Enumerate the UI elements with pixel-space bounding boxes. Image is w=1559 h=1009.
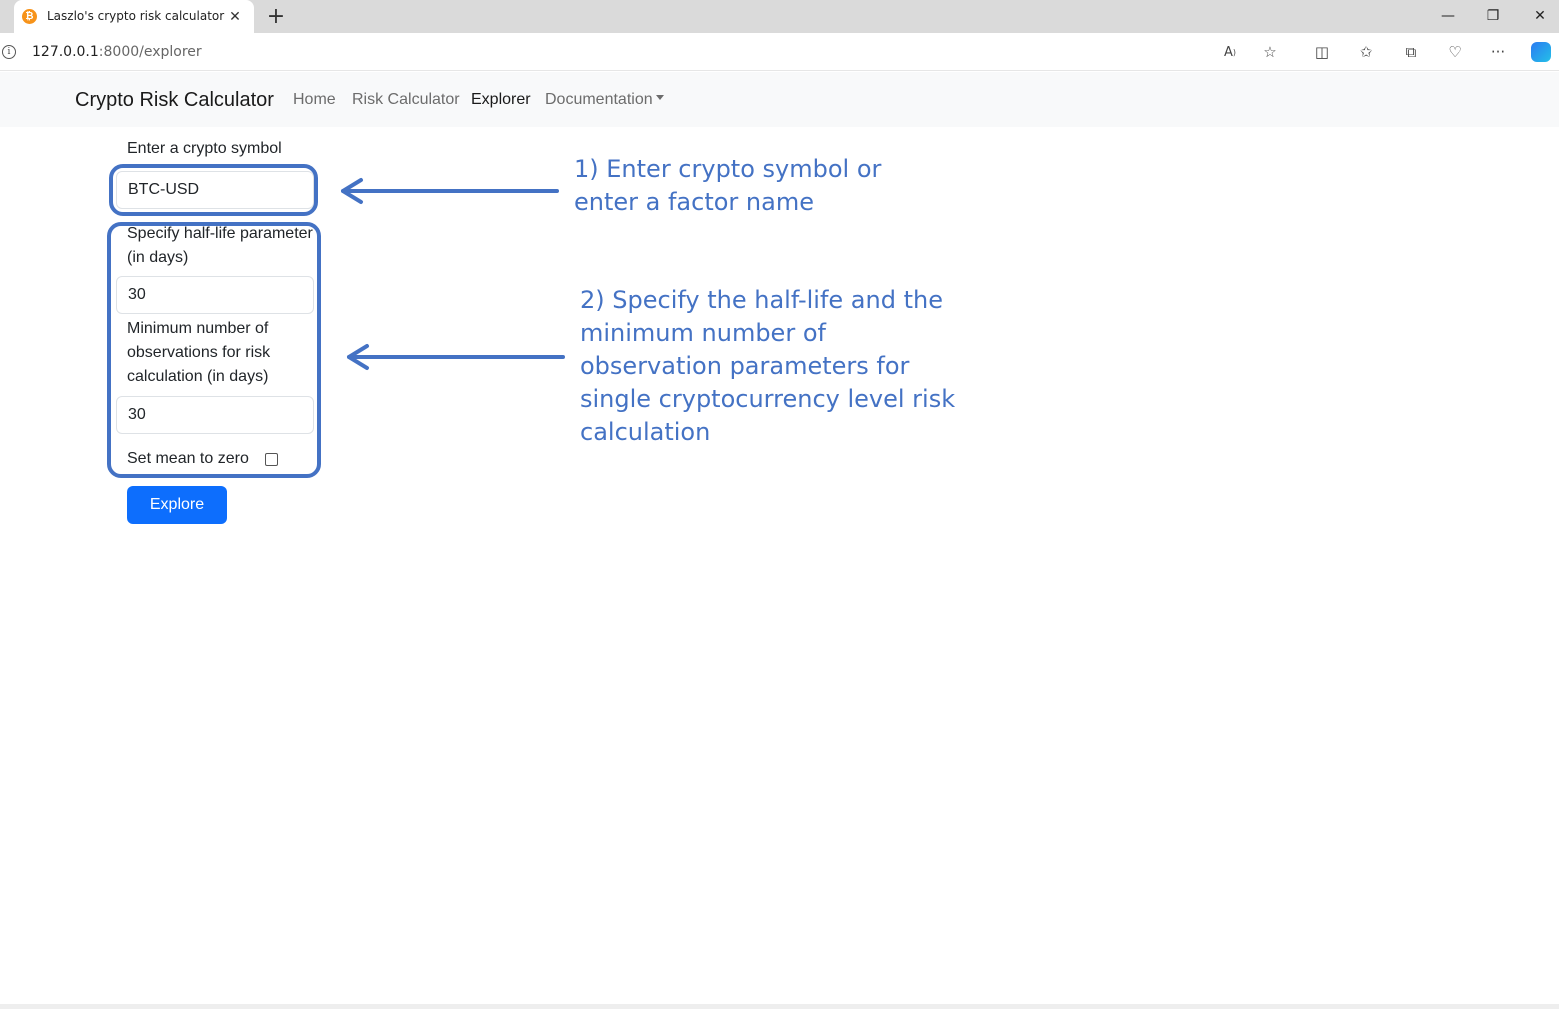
annotation-box-symbol xyxy=(109,164,318,216)
mean-zero-checkbox[interactable] xyxy=(265,453,278,466)
mean-zero-label: Set mean to zero xyxy=(127,450,249,467)
close-window-button[interactable]: ✕ xyxy=(1534,8,1546,24)
minobs-input[interactable] xyxy=(116,396,314,434)
annotation-note-2: 2) Specify the half-life and the minimum… xyxy=(580,284,955,449)
annotation-box-parameters xyxy=(107,222,321,478)
symbol-input[interactable] xyxy=(116,171,314,209)
minobs-label-line2: observations for risk xyxy=(127,344,271,361)
note-2-line-1: 2) Specify the half-life and the xyxy=(580,286,943,314)
annotation-note-1: 1) Enter crypto symbol or enter a factor… xyxy=(574,153,881,219)
new-tab-button[interactable]: + xyxy=(266,3,286,29)
browser-tab[interactable]: ₿ Laszlo's crypto risk calculator ✕ xyxy=(14,0,254,33)
window-bottom-border xyxy=(0,1004,1559,1009)
minobs-label-line3: calculation (in days) xyxy=(127,368,269,385)
minimize-button[interactable]: — xyxy=(1441,8,1455,24)
bitcoin-favicon-icon: ₿ xyxy=(22,9,37,24)
arrow-2-head xyxy=(347,344,369,370)
minobs-label-line1: Minimum number of xyxy=(127,320,269,337)
nav-dropdown-label: Documentation xyxy=(545,91,653,108)
url-host: 127.0.0.1 xyxy=(32,44,99,60)
browser-toolbar: i 127.0.0.1:8000/explorer A) ☆ ◫ ✩ ⧉ ♡ ·… xyxy=(0,33,1559,71)
browser-essentials-icon[interactable]: ♡ xyxy=(1448,43,1462,61)
browser-tab-strip: ₿ Laszlo's crypto risk calculator ✕ + — … xyxy=(0,0,1559,33)
tab-title: Laszlo's crypto risk calculator xyxy=(47,9,225,23)
nav-link-explorer[interactable]: Explorer xyxy=(471,91,531,108)
url-path: :8000/explorer xyxy=(98,44,202,60)
split-screen-icon[interactable]: ◫ xyxy=(1314,43,1330,61)
nav-link-risk-calculator[interactable]: Risk Calculator xyxy=(352,91,460,108)
note-1-line-1: 1) Enter crypto symbol or xyxy=(574,155,882,183)
note-2-line-5: calculation xyxy=(580,418,711,446)
address-bar[interactable]: 127.0.0.1:8000/explorer xyxy=(32,44,202,60)
read-aloud-icon[interactable]: A) xyxy=(1223,44,1237,60)
nav-dropdown-documentation[interactable]: Documentation xyxy=(545,91,664,109)
close-tab-icon[interactable]: ✕ xyxy=(229,7,241,24)
explore-button[interactable]: Explore xyxy=(127,486,227,524)
note-2-line-4: single cryptocurrency level risk xyxy=(580,385,956,413)
note-2-line-3: observation parameters for xyxy=(580,352,910,380)
favorites-icon[interactable]: ✩ xyxy=(1359,43,1373,61)
arrow-1-head xyxy=(341,178,363,204)
halflife-label-line2: (in days) xyxy=(127,249,189,266)
favorite-star-icon[interactable]: ☆ xyxy=(1263,43,1277,61)
site-info-icon[interactable]: i xyxy=(2,45,16,59)
halflife-label-line1: Specify half-life parameter xyxy=(127,225,313,242)
collections-icon[interactable]: ⧉ xyxy=(1405,43,1417,61)
note-2-line-2: minimum number of xyxy=(580,319,826,347)
caret-down-icon xyxy=(655,95,664,101)
nav-link-home[interactable]: Home xyxy=(293,91,336,108)
symbol-label: Enter a crypto symbol xyxy=(127,140,282,157)
halflife-input[interactable] xyxy=(116,276,314,314)
note-1-line-2: enter a factor name xyxy=(574,188,814,216)
app-navbar: Crypto Risk Calculator Home Risk Calcula… xyxy=(0,72,1559,127)
restore-button[interactable]: ❐ xyxy=(1486,8,1500,24)
copilot-icon[interactable] xyxy=(1531,42,1551,62)
more-options-icon[interactable]: ··· xyxy=(1490,43,1506,61)
navbar-brand[interactable]: Crypto Risk Calculator xyxy=(75,89,274,111)
